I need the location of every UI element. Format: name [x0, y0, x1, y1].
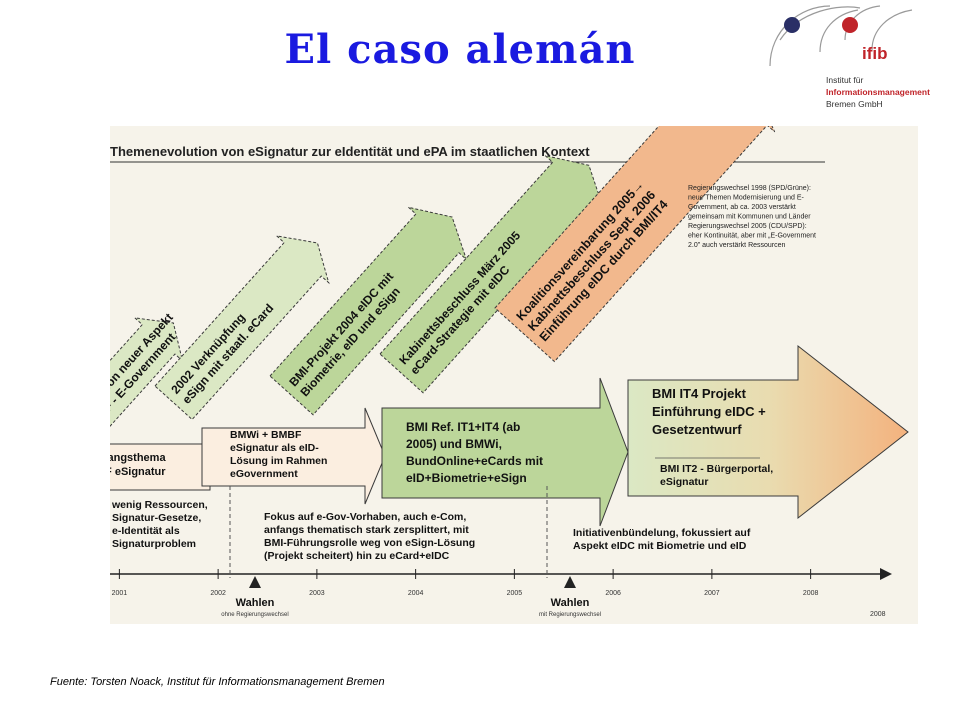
election-label: Wahlen: [236, 597, 275, 609]
ifib-logo: [769, 5, 913, 67]
logo-short-name: ifib: [862, 44, 888, 63]
annotation-3: Initiativenbündelung, fokussiert aufAspe…: [573, 527, 751, 552]
logo-line-2: Informationsmanagement: [826, 87, 930, 97]
diagonal-arrow-shape: [154, 235, 330, 421]
stage-box-label: BundOnline+eCards mit: [406, 454, 543, 468]
note-line: Regierungswechsel 1998 (SPD/Grüne):: [688, 185, 811, 192]
note-line: eher Kontinuität, aber mit „E-Government: [688, 233, 816, 240]
stage-box-label: BMBF eSignatur: [110, 466, 166, 478]
timeline-year-label: 2008: [803, 590, 819, 597]
stage-box-sublabel: eSignatur: [660, 476, 708, 488]
note-line: 2.0" auch verstärkt Ressourcen: [688, 242, 786, 249]
stage-box-label: BMI IT4 Projekt: [652, 386, 747, 401]
stage-box-label: Ausgangsthema: [110, 452, 166, 464]
diagonal-arrow-shape: [269, 206, 468, 416]
note-line: Government, ab ca. 2003 verstärkt: [688, 204, 796, 211]
election-sublabel: ohne Regierungswechsel: [221, 612, 288, 618]
evolution-diagram: Themenevolution von eSignatur zur eIdent…: [110, 126, 918, 624]
annotation-line: wenig Ressourcen,: [111, 499, 208, 511]
annotation-1: wenig Ressourcen,Signatur-Gesetze,e-Iden…: [111, 499, 208, 550]
government-change-note: Regierungswechsel 1998 (SPD/Grüne): neue …: [688, 185, 816, 249]
annotation-2: Fokus auf e-Gov-Vorhaben, auch e-Com,anf…: [264, 511, 475, 562]
timeline-end-label: 2008: [870, 611, 886, 618]
stage-box-label: BMWi + BMBF: [230, 429, 302, 441]
stage-box-shape: [110, 443, 211, 491]
logo-dot-red: [842, 17, 858, 33]
stage-box-label: Einführung eIDC +: [652, 404, 766, 419]
timeline-year-label: 2006: [605, 590, 621, 597]
timeline-year-label: 2007: [704, 590, 720, 597]
page-title: El caso alemán: [284, 26, 636, 73]
stage-box-label: Lösung im Rahmen: [230, 455, 327, 467]
logo-text: Institut für Informationsmanagement Brem…: [826, 74, 930, 110]
timeline-year-label: 2004: [408, 590, 424, 597]
timeline-arrowhead: [880, 568, 892, 580]
election-label: Wahlen: [551, 597, 590, 609]
note-line: neue Themen Modernisierung und E-: [688, 195, 805, 202]
stage-box-label: Gesetzentwurf: [652, 422, 742, 437]
annotation-line: BMI-Führungsrolle weg von eSign-Lösung: [264, 537, 475, 549]
election-sublabel: mit Regierungswechsel: [539, 612, 601, 618]
stage-box-1: AusgangsthemaBMBF eSignatur: [110, 443, 211, 491]
diagonal-arrow-shape: [494, 126, 776, 363]
annotation-line: Initiativenbündelung, fokussiert auf: [573, 527, 751, 539]
annotation-line: Signaturproblem: [112, 538, 196, 550]
stage-box-label: eID+Biometrie+eSign: [406, 471, 527, 485]
stage-box-label: eSignatur als eID-: [230, 442, 319, 454]
stage-box-label: 2005) und BMWi,: [406, 437, 502, 451]
timeline-year-label: 2003: [309, 590, 325, 597]
election-marker: [249, 576, 261, 588]
stage-box-label: eGovernment: [230, 468, 298, 480]
annotation-line: Signatur-Gesetze,: [112, 512, 201, 524]
election-marker: [564, 576, 576, 588]
annotation-line: anfangs thematisch stark zersplittert, m…: [264, 524, 469, 536]
stage-arrow-shape: [201, 407, 386, 505]
logo-line-3: Bremen GmbH: [826, 99, 883, 109]
note-line: gemeinsam mit Kommunen und Länder: [688, 214, 811, 221]
stage-box-sublabel: BMI IT2 - Bürgerportal,: [660, 463, 773, 475]
stage-arrow-3: BMI Ref. IT1+IT4 (ab 2005) und BMWi, BundO…: [381, 377, 629, 527]
diagonal-arrow-shape: [379, 154, 605, 394]
logo-line-1: Institut für: [826, 75, 864, 85]
stage-arrow-shape: [627, 344, 909, 520]
diagonal-arrow-shape: [110, 317, 184, 447]
annotation-line: (Projekt scheitert) hin zu eCard+eIDC: [264, 550, 450, 562]
timeline-year-label: 2005: [507, 590, 523, 597]
source-citation: Fuente: Torsten Noack, Institut für Info…: [50, 676, 385, 688]
annotation-line: Fokus auf e-Gov-Vorhaben, auch e-Com,: [264, 511, 466, 523]
annotation-line: e-Identität als: [112, 525, 180, 537]
stage-box-label: BMI Ref. IT1+IT4 (ab: [406, 420, 520, 434]
diagram-heading: Themenevolution von eSignatur zur eIdent…: [110, 144, 590, 159]
annotation-line: Aspekt eIDC mit Biometrie und eID: [573, 540, 747, 552]
stage-arrow-shape: [381, 377, 629, 527]
logo-dot-blue: [784, 17, 800, 33]
timeline-year-label: 2001: [112, 590, 128, 597]
timeline-year-label: 2002: [210, 590, 226, 597]
note-line: Regierungswechsel 2005 (CDU/SPD):: [688, 223, 807, 230]
